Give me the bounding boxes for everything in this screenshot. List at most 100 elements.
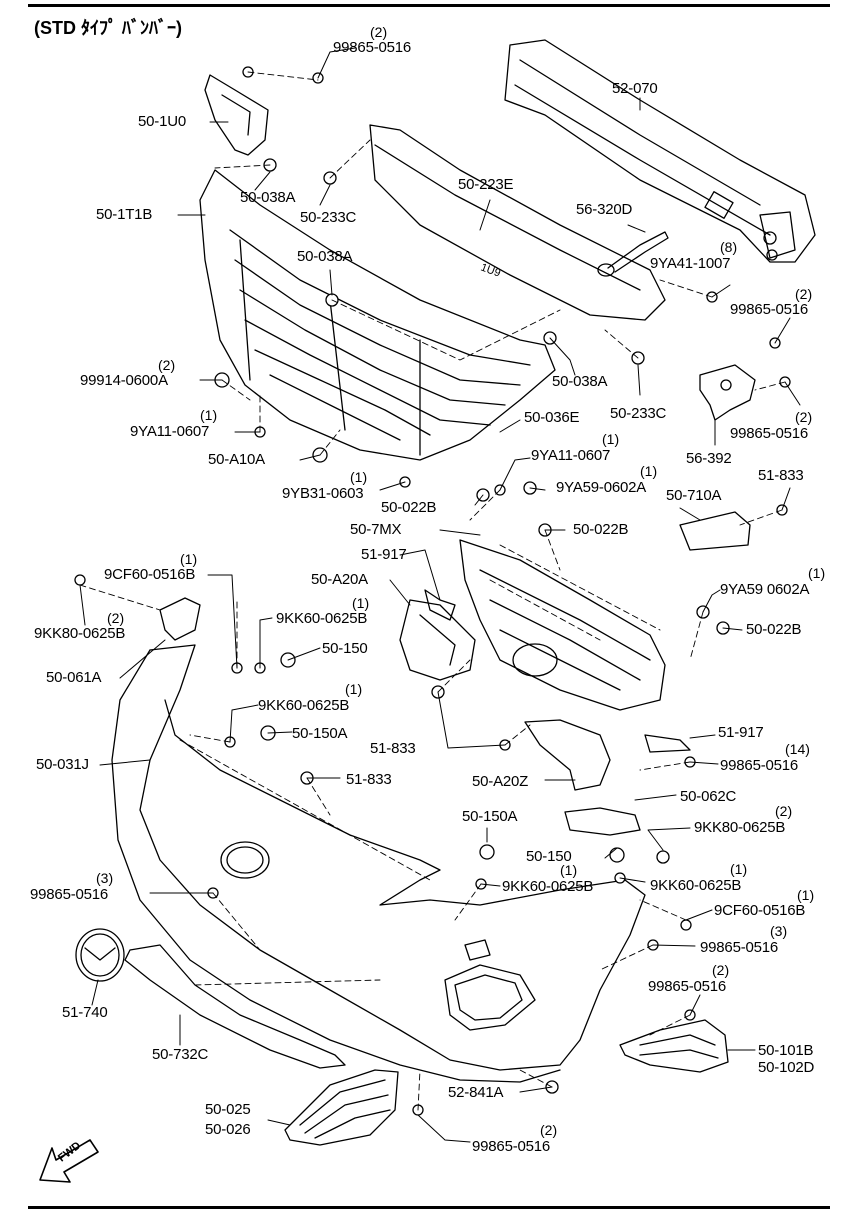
part-number-label: 50-732C [152, 1046, 209, 1063]
part-number-label: 9CF60-0516B [104, 566, 196, 583]
part-number-label: 50-036E [524, 409, 580, 426]
top-rule [28, 4, 830, 7]
quantity-label: (1) [640, 463, 658, 479]
quantity-label: (2) [107, 610, 125, 626]
part-number-label: 50-031J [36, 756, 89, 773]
quantity-label: (14) [785, 741, 810, 757]
fasteners [74, 66, 791, 1116]
part-number-label: 51-833 [370, 740, 416, 757]
part-number-label: 52-841A [448, 1084, 504, 1101]
grille-bracket-part [204, 74, 269, 156]
diagram-title: (STD ﾀｲﾌﾟ ﾊﾞﾝﾊﾞｰ) [34, 18, 182, 38]
fog-cover-part [619, 1019, 729, 1073]
part-number-label: 50-025 [205, 1101, 251, 1118]
part-number-label: 50-026 [205, 1121, 251, 1138]
grille-insert-part [284, 1069, 399, 1146]
quantity-label: (1) [560, 862, 578, 878]
quantity-label: (1) [797, 887, 815, 903]
part-number-label: 50-223E [458, 176, 514, 193]
quantity-label: (2) [158, 357, 176, 373]
part-number-label: 56-320D [576, 201, 633, 218]
part-number-label: 50-062C [680, 788, 737, 805]
leader-lines [79, 47, 801, 1143]
quantity-label: (2) [795, 409, 813, 425]
part-number-label: 50-150A [462, 808, 518, 825]
part-number-label: 9YA11-0607 [130, 423, 210, 440]
quantity-label: (2) [795, 286, 813, 302]
part-number-label: 51-740 [62, 1004, 108, 1021]
energy-absorber-part: 1U9 [369, 124, 666, 321]
part-number-label: 50-1U0 [138, 113, 186, 130]
quantity-label: (1) [180, 551, 198, 567]
part-number-label: 50-710A [666, 487, 722, 504]
radiator-grille-part [199, 169, 556, 461]
part-number-label: 50-233C [610, 405, 667, 422]
bumper-support-part [564, 807, 641, 836]
part-number-label: 50-A20Z [472, 773, 529, 790]
quantity-label: (1) [200, 407, 218, 423]
part-number-label: 50-A10A [208, 451, 265, 468]
part-number-label: 50-101B [758, 1042, 814, 1059]
part-number-label: 9KK60-0625B [650, 877, 742, 894]
part-number-label: 99865-0516 [648, 978, 727, 995]
part-number-label: 51-833 [346, 771, 392, 788]
quantity-label: (1) [730, 861, 748, 877]
part-number-label: 9YA41-1007 [650, 255, 731, 272]
part-number-label: 9YA59 0602A [720, 581, 810, 598]
bumper-reinforcement-part [504, 39, 816, 263]
part-number-label: 50-150A [292, 725, 348, 742]
quantity-label: (8) [720, 239, 738, 255]
part-number-label: 99865-0516 [730, 425, 809, 442]
part-number-label: 51-833 [758, 467, 804, 484]
part-number-label: 99865-0516 [700, 939, 779, 956]
part-number-label: 9KK60-0625B [258, 697, 350, 714]
part-number-label: 99865-0516 [730, 301, 809, 318]
hook-bracket-part [699, 364, 756, 421]
seal-part [424, 589, 691, 753]
part-number-label: 50-A20A [311, 571, 368, 588]
part-number-label: 9KK60-0625B [502, 878, 594, 895]
part-number-label: 50-150 [322, 640, 368, 657]
quantity-label: (2) [712, 962, 730, 978]
quantity-label: (2) [540, 1122, 558, 1138]
bottom-rule [28, 1206, 830, 1209]
part-number-label: 50-022B [381, 499, 437, 516]
part-number-label: 9YA59-0602A [556, 479, 647, 496]
svg-text:1U9: 1U9 [479, 262, 502, 280]
part-number-label: 9KK80-0625B [34, 625, 126, 642]
part-number-label: 51-917 [718, 724, 764, 741]
quantity-label: (3) [770, 923, 788, 939]
fwd-arrow-icon [39, 1139, 99, 1183]
part-number-label: 52-070 [612, 80, 658, 97]
plate-bracket-part [679, 511, 751, 551]
part-number-label: 99865-0516 [720, 757, 799, 774]
part-number-label: 99865-0516 [30, 886, 109, 903]
part-number-label: 56-392 [686, 450, 732, 467]
part-number-label: 50-038A [240, 189, 296, 206]
assembly-dashed-lines [79, 71, 786, 1111]
part-number-label: 51-917 [361, 546, 407, 563]
part-number-label: 50-038A [552, 373, 608, 390]
quantity-label: (1) [352, 595, 370, 611]
quantity-label: (1) [602, 431, 620, 447]
bumper-bracket-part [459, 539, 666, 711]
part-number-label: 99865-0516 [472, 1138, 551, 1155]
quantity-label: (1) [350, 469, 368, 485]
quantity-label: (1) [808, 565, 826, 581]
quantity-label: (2) [775, 803, 793, 819]
part-number-label: 50-022B [746, 621, 802, 638]
quantity-label: (3) [96, 870, 114, 886]
part-number-label: 50-150 [526, 848, 572, 865]
quantity-label: (1) [345, 681, 363, 697]
part-number-label: 99865-0516 [333, 39, 412, 56]
side-bracket-left-part [399, 599, 476, 681]
part-number-label: 50-022B [573, 521, 629, 538]
part-number-label: 50-038A [297, 248, 353, 265]
part-number-label: 50-1T1B [96, 206, 153, 223]
tow-hook-part [597, 231, 669, 277]
quantity-label: (2) [370, 24, 388, 40]
side-bracket-part [159, 597, 201, 641]
part-number-label: 50-7MX [350, 521, 402, 538]
